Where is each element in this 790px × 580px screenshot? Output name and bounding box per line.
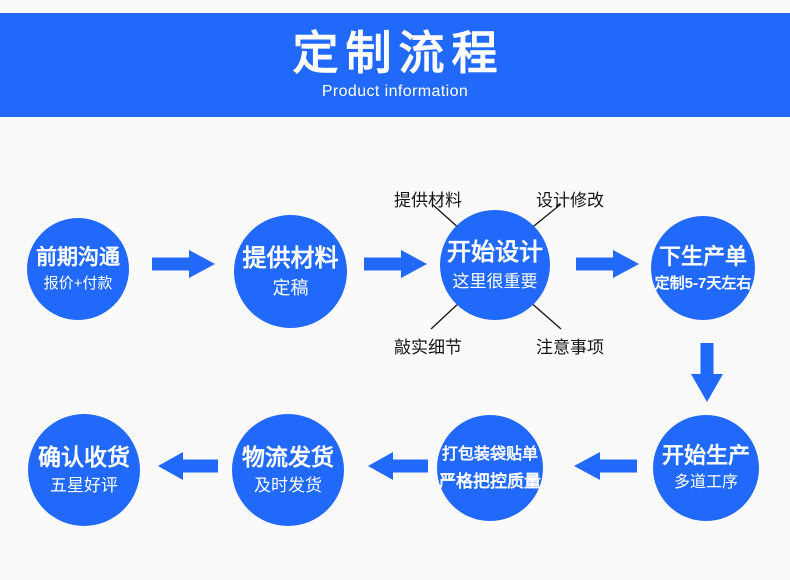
arrow-down-icon — [691, 343, 723, 402]
annotation-finalize-details: 敲实细节 — [394, 338, 462, 357]
step-subtitle: 五星好评 — [50, 476, 118, 495]
step-title: 下生产单 — [658, 243, 747, 269]
step-subtitle: 定稿 — [272, 277, 309, 298]
step-subtitle: 严格把控质量 — [439, 471, 541, 491]
step-subtitle: 多道工序 — [673, 474, 738, 491]
arrow-left-icon — [158, 452, 218, 480]
step-provide-materials: 提供材料 定稿 — [234, 215, 347, 328]
page-title: 定制流程 — [292, 26, 505, 79]
arrow-right-icon — [152, 250, 215, 278]
step-subtitle: 报价+付款 — [43, 275, 113, 292]
step-subtitle: 定制5-7天左右 — [654, 274, 752, 292]
step-logistics-shipping: 物流发货 及时发货 — [232, 414, 344, 526]
arrow-right-icon — [576, 250, 639, 278]
annotation-design-revision: 设计修改 — [536, 191, 604, 210]
step-title: 前期沟通 — [36, 246, 120, 269]
step-start-production: 开始生产 多道工序 — [653, 415, 759, 521]
step-subtitle: 这里很重要 — [452, 271, 538, 291]
step-title: 提供材料 — [242, 244, 339, 272]
page-subtitle: Product information — [321, 83, 469, 101]
step-place-production-order: 下生产单 定制5-7天左右 — [651, 216, 755, 320]
annotation-points-of-attention: 注意事项 — [536, 338, 604, 357]
step-title: 物流发货 — [242, 444, 334, 470]
step-title: 开始生产 — [661, 443, 750, 468]
step-title: 确认收货 — [38, 444, 130, 470]
step-packing-and-labeling: 打包装袋贴单 严格把控质量 — [437, 415, 543, 521]
annotation-provide-materials: 提供材料 — [394, 191, 462, 210]
step-start-design: 开始设计 这里很重要 — [440, 210, 550, 320]
step-confirm-receipt: 确认收货 五星好评 — [28, 414, 140, 526]
step-initial-communication: 前期沟通 报价+付款 — [27, 218, 129, 320]
step-title: 开始设计 — [447, 238, 543, 266]
header-banner: 定制流程 Product information — [0, 13, 790, 117]
step-title: 打包装袋贴单 — [441, 445, 538, 463]
step-subtitle: 及时发货 — [254, 476, 322, 495]
arrow-left-icon — [368, 452, 428, 480]
arrow-right-icon — [364, 250, 427, 278]
arrow-left-icon — [574, 452, 637, 480]
